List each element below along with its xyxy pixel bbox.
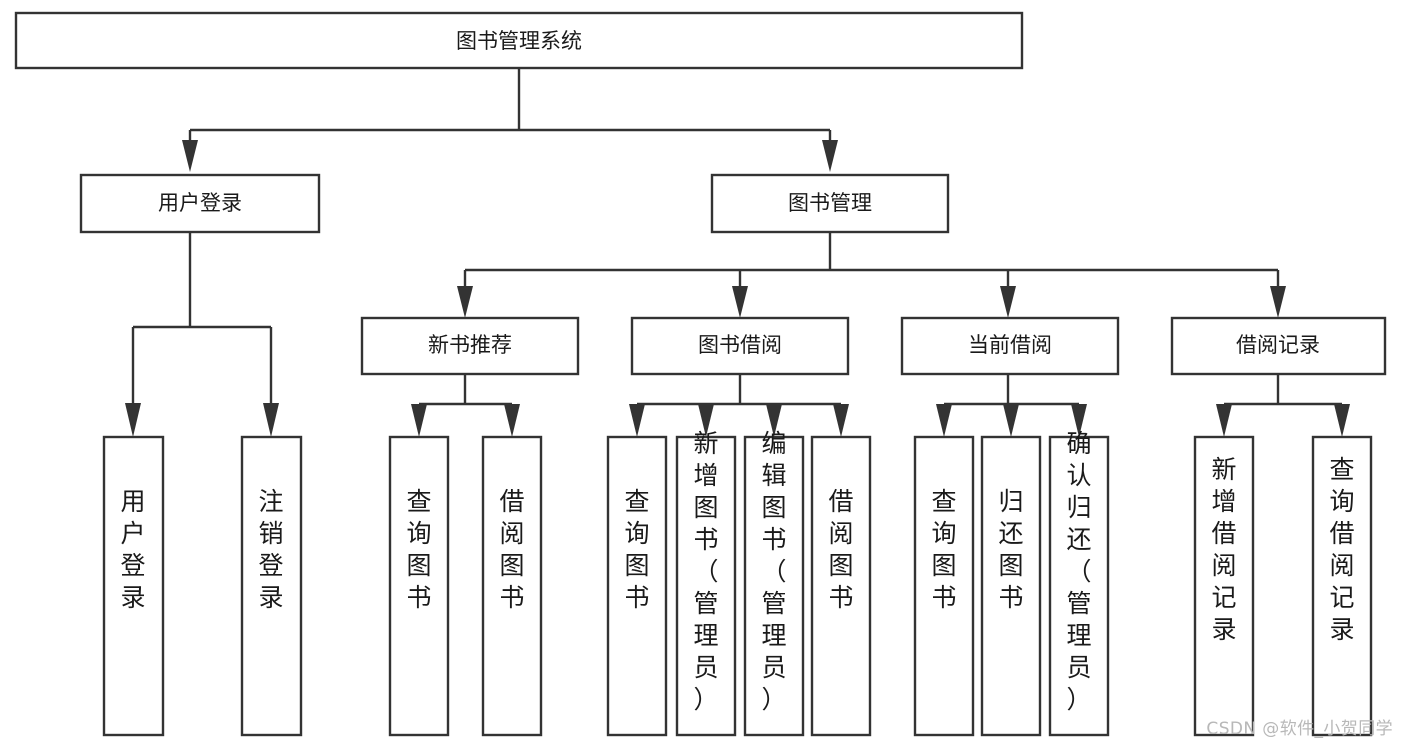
leaf-user-login[interactable]: 用户登录 — [102, 435, 165, 737]
leaf-return-book[interactable]: 归还图书 — [980, 435, 1042, 737]
leaf-confirm-return-label: 确认归还（管理员） — [1066, 429, 1091, 714]
node-book-manage-box[interactable] — [710, 173, 950, 234]
leaf-query-book-1-box[interactable] — [388, 435, 450, 737]
leaf-logout-box[interactable] — [240, 435, 303, 737]
leaf-add-record-label: 新增借阅记录 — [1211, 455, 1236, 644]
leaf-add-record[interactable]: 新增借阅记录 — [1193, 435, 1255, 737]
leaf-query-book-3-box[interactable] — [913, 435, 975, 737]
leaf-user-login-box[interactable] — [102, 435, 165, 737]
node-user-login-label: 用户登录 — [158, 191, 242, 215]
node-root-box[interactable] — [14, 11, 1024, 70]
node-new-book-recommend-label: 新书推荐 — [428, 333, 512, 357]
leaf-query-book-3-label: 查询图书 — [931, 487, 956, 612]
leaf-return-book-box[interactable] — [980, 435, 1042, 737]
node-user-login[interactable]: 用户登录 — [79, 173, 321, 234]
leaf-query-record[interactable]: 查询借阅记录 — [1311, 435, 1373, 737]
leaf-query-book-2[interactable]: 查询图书 — [606, 435, 668, 737]
arrow-to-book-borrow — [732, 286, 748, 318]
csdn-watermark: CSDN @软件_小贺同学 — [1206, 719, 1393, 739]
node-new-book-recommend-box[interactable] — [360, 316, 580, 376]
node-current-borrow[interactable]: 当前借阅 — [900, 316, 1120, 376]
edges-layer — [125, 68, 1350, 437]
node-current-borrow-box[interactable] — [900, 316, 1120, 376]
arrow-to-leaf-confirm-return — [1071, 404, 1087, 437]
leaf-edit-book-box[interactable] — [743, 435, 805, 737]
leaf-query-book-2-label: 查询图书 — [624, 487, 649, 612]
leaf-borrow-book-2-box[interactable] — [810, 435, 872, 737]
node-borrow-record-label: 借阅记录 — [1236, 333, 1320, 357]
arrow-to-leaf-borrow-book-2 — [833, 404, 849, 437]
leaf-borrow-book-1[interactable]: 借阅图书 — [481, 435, 543, 737]
leaf-query-book-1-label: 查询图书 — [406, 487, 431, 612]
arrow-to-current-borrow — [1000, 286, 1016, 318]
leaf-query-book-2-box[interactable] — [606, 435, 668, 737]
leaf-borrow-book-1-box[interactable] — [481, 435, 543, 737]
leaf-borrow-book-2[interactable]: 借阅图书 — [810, 435, 872, 737]
leaf-borrow-book-2-label: 借阅图书 — [828, 487, 853, 612]
arrow-to-borrow-record — [1270, 286, 1286, 318]
arrow-to-leaf-edit-book — [766, 404, 782, 437]
node-new-book-recommend[interactable]: 新书推荐 — [360, 316, 580, 376]
node-book-manage-label: 图书管理 — [788, 191, 872, 215]
arrow-to-leaf-return-book — [1003, 404, 1019, 437]
arrow-to-new-book — [457, 286, 473, 318]
node-user-login-box[interactable] — [79, 173, 321, 234]
arrow-to-leaf-query-book-1 — [411, 404, 427, 437]
node-root-label: 图书管理系统 — [456, 29, 582, 53]
arrow-to-leaf-add-record — [1216, 404, 1232, 437]
leaf-user-login-label: 用户登录 — [120, 487, 145, 612]
leaf-confirm-return-box[interactable] — [1048, 435, 1110, 737]
leaf-edit-book[interactable]: 编辑图书（管理员） — [743, 429, 805, 737]
arrow-to-leaf-add-book — [698, 404, 714, 437]
leaf-logout[interactable]: 注销登录 — [240, 435, 303, 737]
leaf-confirm-return[interactable]: 确认归还（管理员） — [1048, 429, 1110, 737]
node-root[interactable]: 图书管理系统 — [14, 11, 1024, 70]
arrow-to-leaf-user-login — [125, 403, 141, 437]
node-book-borrow[interactable]: 图书借阅 — [630, 316, 850, 376]
leaf-add-book[interactable]: 新增图书（管理员） — [675, 429, 737, 737]
arrow-to-book-manage — [822, 140, 838, 172]
leaf-return-book-label: 归还图书 — [998, 487, 1023, 612]
leaf-add-book-box[interactable] — [675, 435, 737, 737]
node-book-manage[interactable]: 图书管理 — [710, 173, 950, 234]
leaf-add-record-box[interactable] — [1193, 435, 1255, 737]
arrow-to-leaf-logout — [263, 403, 279, 437]
arrow-to-leaf-query-record — [1334, 404, 1350, 437]
leaf-edit-book-label: 编辑图书（管理员） — [761, 429, 786, 714]
leaf-borrow-book-1-label: 借阅图书 — [499, 487, 524, 612]
leaf-query-book-1[interactable]: 查询图书 — [388, 435, 450, 737]
arrow-to-leaf-borrow-book-1 — [504, 404, 520, 437]
node-book-borrow-box[interactable] — [630, 316, 850, 376]
arrow-to-leaf-query-book-2 — [629, 404, 645, 437]
arrow-to-user-login — [182, 140, 198, 172]
node-current-borrow-label: 当前借阅 — [968, 333, 1052, 357]
leaf-query-book-3[interactable]: 查询图书 — [913, 435, 975, 737]
leaf-query-record-label: 查询借阅记录 — [1329, 455, 1354, 644]
leaf-logout-label: 注销登录 — [258, 487, 283, 612]
arrow-to-leaf-query-book-3 — [936, 404, 952, 437]
leaf-query-record-box[interactable] — [1311, 435, 1373, 737]
node-book-borrow-label: 图书借阅 — [698, 333, 782, 357]
node-borrow-record[interactable]: 借阅记录 — [1170, 316, 1387, 376]
leaf-add-book-label: 新增图书（管理员） — [693, 429, 718, 714]
node-borrow-record-box[interactable] — [1170, 316, 1387, 376]
